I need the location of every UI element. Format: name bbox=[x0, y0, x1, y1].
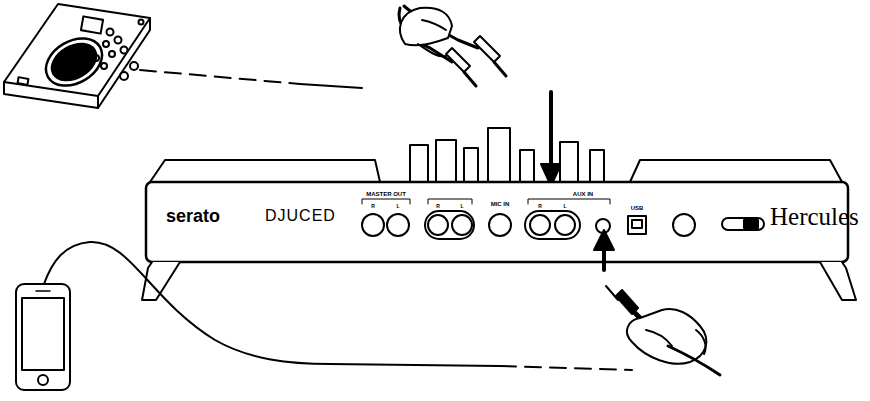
cd-player bbox=[4, 4, 150, 108]
cable-dashed bbox=[500, 366, 632, 370]
brand-logo: DJUCED bbox=[265, 208, 336, 224]
port-label: MIC IN bbox=[491, 201, 510, 207]
channel-label: L bbox=[396, 204, 399, 209]
controller-top bbox=[150, 128, 842, 182]
port-label: AUX IN bbox=[573, 191, 593, 197]
cable bbox=[300, 84, 362, 88]
brand-logo: serato bbox=[166, 207, 220, 225]
channel-label: R bbox=[538, 204, 542, 209]
cable bbox=[44, 242, 500, 366]
port-label: MASTER OUT bbox=[366, 191, 406, 197]
smartphone bbox=[16, 284, 70, 390]
channel-label: L bbox=[563, 204, 566, 209]
arrow-head bbox=[594, 230, 614, 250]
rca-cable-hand bbox=[399, 6, 506, 86]
port-label: USB bbox=[631, 205, 644, 211]
jack-plug-hand bbox=[606, 286, 720, 375]
arrow-shaft bbox=[549, 92, 553, 168]
channel-label: L bbox=[460, 204, 463, 209]
channel-label: R bbox=[436, 204, 440, 209]
cable-dashed bbox=[140, 70, 300, 84]
controller-rear-panel bbox=[142, 182, 856, 300]
brand-logo: Hercules bbox=[770, 204, 859, 229]
channel-label: R bbox=[371, 204, 375, 209]
